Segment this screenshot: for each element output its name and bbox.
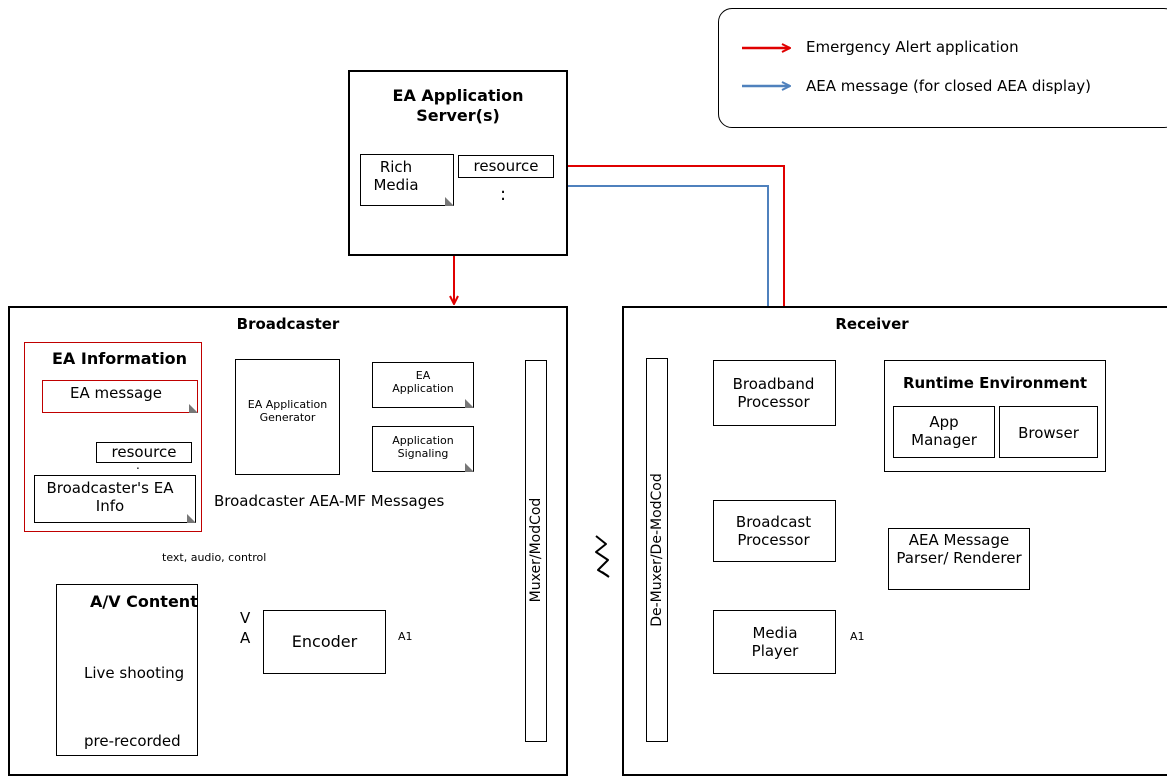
encoder-a1-label: A1 — [398, 630, 413, 643]
ea-information-title: EA Information — [52, 349, 188, 368]
browser-label: Browser — [1018, 424, 1079, 442]
muxer-label: Muxer/ModCod — [528, 497, 544, 603]
broadband-processor — [713, 360, 836, 426]
encoder-label: Encoder — [291, 632, 358, 651]
demuxer-box — [646, 358, 668, 742]
server-resource-box — [458, 155, 554, 178]
rich-media-label: Rich Media — [373, 158, 419, 194]
bc-ea-info-label: Broadcaster's EA Info — [46, 479, 174, 515]
bc-ea-info-doc — [34, 475, 196, 523]
audio-label: A — [240, 629, 251, 647]
ea-message-doc — [42, 380, 198, 413]
media-player-a1-label: A1 — [850, 630, 865, 643]
legend-aea-msg-label: AEA message (for closed AEA display) — [806, 77, 1091, 95]
ea-application-generator — [235, 359, 340, 475]
runtime-environment-title: Runtime Environment — [902, 374, 1088, 392]
application-signaling-doc — [372, 426, 474, 472]
receiver-title: Receiver — [835, 315, 909, 333]
live-shooting-label: Live shooting — [84, 664, 185, 682]
aea-message-parser-label: AEA Message Parser/ Renderer — [896, 531, 1022, 567]
legend-ea-app-label: Emergency Alert application — [806, 38, 1019, 56]
legend-box — [718, 8, 1167, 128]
server-resource-label: resource — [473, 157, 539, 175]
muxer-box — [525, 360, 547, 742]
ea-resource-box — [96, 442, 192, 463]
ea-resource-dot: . — [136, 458, 140, 472]
broadcaster-title: Broadcaster — [236, 315, 340, 333]
broadband-processor-label: Broadband Processor — [732, 375, 815, 411]
app-manager-box — [893, 406, 995, 458]
aea-mf-label: Broadcaster AEA-MF Messages — [214, 492, 445, 510]
app-manager-label: App Manager — [911, 413, 977, 449]
broadcast-processor-label: Broadcast Processor — [735, 513, 812, 549]
application-signaling-label: Application Signaling — [392, 434, 454, 460]
demuxer-label: De-Muxer/De-ModCod — [649, 473, 665, 627]
broadcast-processor — [713, 500, 836, 562]
encoder-box — [263, 610, 386, 674]
browser-box — [999, 406, 1098, 458]
aea-message-parser — [888, 528, 1030, 590]
av-content-title: A/V Content — [90, 592, 198, 611]
av-content-box — [56, 584, 198, 756]
media-player — [713, 610, 836, 674]
server-title: EA Application Server(s) — [392, 86, 524, 125]
media-player-label: Media Player — [751, 624, 799, 660]
transmission-squiggle — [595, 535, 609, 577]
ea-application-doc — [372, 362, 474, 408]
ea-message-label: EA message — [70, 384, 162, 402]
ea-application-label: EA Application — [392, 369, 454, 395]
pre-recorded-label: pre-recorded — [84, 732, 181, 750]
generator-label: EA Application Generator — [247, 398, 328, 424]
video-label: V — [240, 609, 251, 627]
ea-resource-label: resource — [111, 443, 177, 461]
rich-media-doc — [360, 154, 454, 206]
server-dots: : — [500, 184, 507, 205]
text-audio-control-label: text, audio, control — [162, 551, 267, 564]
